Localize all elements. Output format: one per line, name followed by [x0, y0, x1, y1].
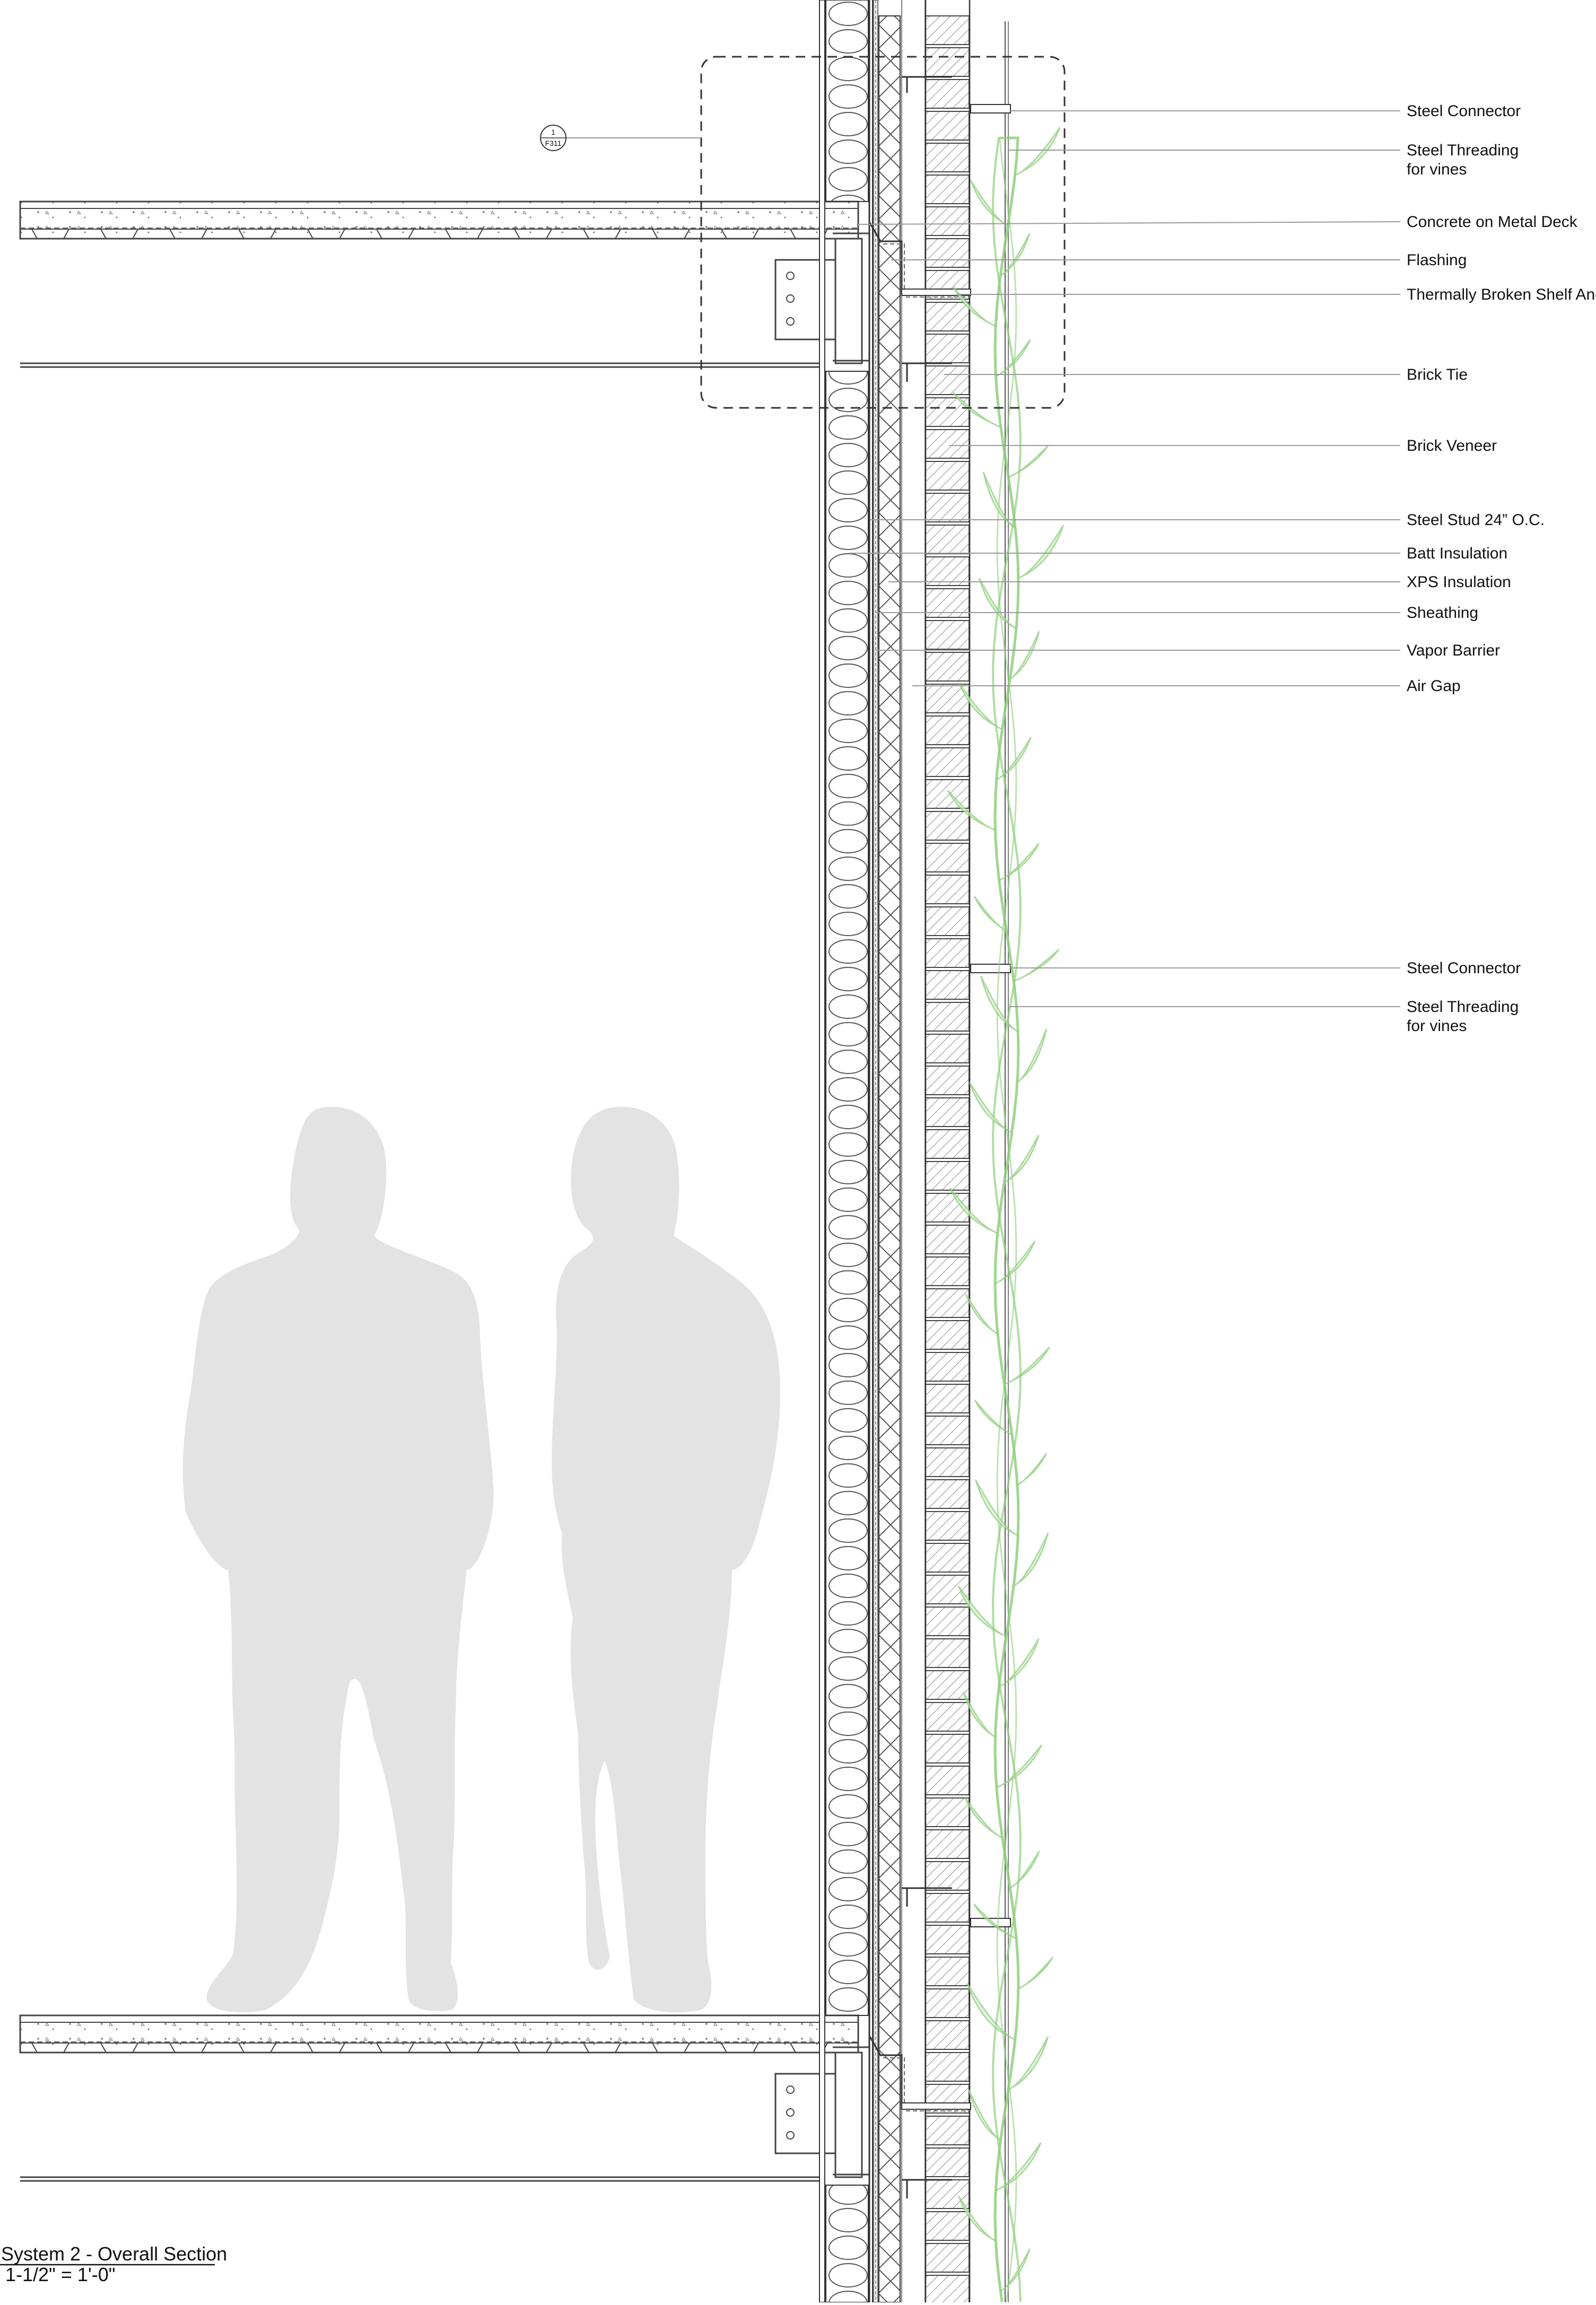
detail-callout-number: 1 — [551, 128, 555, 136]
label-steel-connector-mid: Steel Connector — [1407, 959, 1521, 977]
label-steel-threading-mid: Steel Threading — [1407, 998, 1519, 1016]
vine-leaf — [1008, 445, 1049, 478]
vine-leaf — [1018, 1957, 1053, 1990]
vine-leaf — [970, 180, 1008, 226]
steel-connector-mid-mark — [970, 964, 1011, 973]
label-concrete-on-metal-deck: Concrete on Metal Deck — [1407, 213, 1578, 231]
vine-leaf — [952, 286, 996, 327]
vine-stem-2 — [992, 137, 1022, 2302]
vine-leaf — [974, 896, 1007, 932]
lower-floor-slab — [19, 2014, 859, 2182]
vine-stem-3 — [996, 137, 1017, 2302]
vine-leaf — [999, 843, 1040, 881]
vine-leaf — [969, 1081, 1013, 1133]
vine-leaf — [995, 1241, 1036, 1285]
vine-leaf — [1017, 1453, 1048, 1486]
vine-leaf — [1018, 525, 1065, 579]
steel-connector-top-mark — [970, 104, 1011, 113]
vine-leaf — [1000, 233, 1031, 277]
vine-leaf — [1004, 1347, 1050, 1385]
vine-leaf — [957, 1585, 1007, 1637]
human-figure-right — [552, 1106, 780, 2013]
callout-leaders — [849, 110, 1401, 1007]
label-steel-threading-mid-line2: for vines — [1407, 1017, 1467, 1035]
batt-insulation-layer — [825, 0, 869, 202]
brick-ties — [902, 76, 952, 2198]
xps-insulation-layer — [878, 15, 901, 2303]
vine-leaf — [996, 737, 1032, 781]
vine-leaf — [952, 392, 1001, 428]
vine-leaf — [965, 1294, 998, 1335]
label-batt-insulation: Batt Insulation — [1407, 545, 1507, 562]
brick-veneer-layer — [925, 0, 971, 2304]
label-shelf-angle: Thermally Broken Shelf Angle — [1407, 286, 1596, 303]
vine-leaf — [998, 1638, 1040, 1688]
vine-leaf — [995, 339, 1031, 378]
vine-leaf — [1013, 1532, 1049, 1587]
vine-leaf — [963, 1691, 996, 1738]
vine-leaf — [1009, 1850, 1040, 1889]
vine-leaf — [958, 2195, 996, 2242]
vine-leaf — [1015, 127, 1061, 176]
label-steel-connector-top: Steel Connector — [1407, 102, 1521, 120]
vine-stem-1 — [993, 136, 1020, 2302]
vine-leaf — [959, 684, 1003, 730]
label-xps-insulation: XPS Insulation — [1407, 573, 1511, 591]
vine-leaf — [964, 1797, 1003, 1839]
vine-leaf — [949, 1188, 998, 1234]
vine-leaf — [974, 1400, 1013, 1436]
label-vapor-barrier: Vapor Barrier — [1407, 642, 1500, 659]
vine-leaf — [973, 1904, 1017, 1940]
detail-callout-bubble: 1 F311 — [540, 125, 566, 151]
vine-leaf — [1009, 631, 1040, 680]
label-brick-tie: Brick Tie — [1407, 366, 1468, 383]
drawing-scale: 1-1/2" = 1'-0" — [5, 2264, 116, 2285]
human-figure-left — [182, 1106, 494, 2012]
vine-leaf — [1000, 2248, 1031, 2292]
vine-leaf — [1004, 1134, 1040, 1184]
vine-leaf — [995, 2142, 1042, 2192]
upper-floor-slab — [19, 200, 859, 368]
label-flashing: Flashing — [1407, 251, 1467, 269]
detail-callout-sheet: F311 — [545, 139, 562, 147]
green-vines — [947, 127, 1065, 2302]
shelf-angle-lower — [869, 2036, 971, 2111]
label-steel-threading-top: Steel Threading — [1407, 142, 1519, 159]
vine-leaf — [1013, 949, 1060, 982]
vine-leaf — [947, 790, 996, 831]
perimeter-beam-upper — [774, 232, 870, 364]
perimeter-beam-lower — [774, 2046, 870, 2178]
label-steel-threading-top-line2: for vines — [1407, 161, 1467, 178]
label-steel-stud: Steel Stud 24” O.C. — [1407, 511, 1545, 529]
vine-leaf — [966, 1983, 1016, 2040]
vine-leaf — [1017, 1028, 1048, 1083]
vine-leaf — [968, 2089, 1001, 2141]
label-air-gap: Air Gap — [1407, 677, 1461, 695]
detail-callout-box — [566, 56, 1066, 409]
vine-leaf — [975, 1479, 1018, 1536]
vine-leaf — [980, 975, 1018, 1033]
vine-leaf — [996, 1744, 1042, 1788]
shelf-angle-upper — [869, 222, 971, 298]
leader-concrete-on-metal-deck — [856, 221, 1401, 225]
vine-leaf — [1008, 2036, 1049, 2091]
vine-leaf — [978, 578, 1017, 630]
drawing-title: System 2 - Overall Section — [1, 2243, 227, 2265]
label-brick-veneer: Brick Veneer — [1407, 437, 1497, 455]
label-sheathing: Sheathing — [1407, 604, 1478, 622]
title-block: System 2 - Overall Section 1-1/2" = 1'-0… — [0, 2243, 227, 2285]
